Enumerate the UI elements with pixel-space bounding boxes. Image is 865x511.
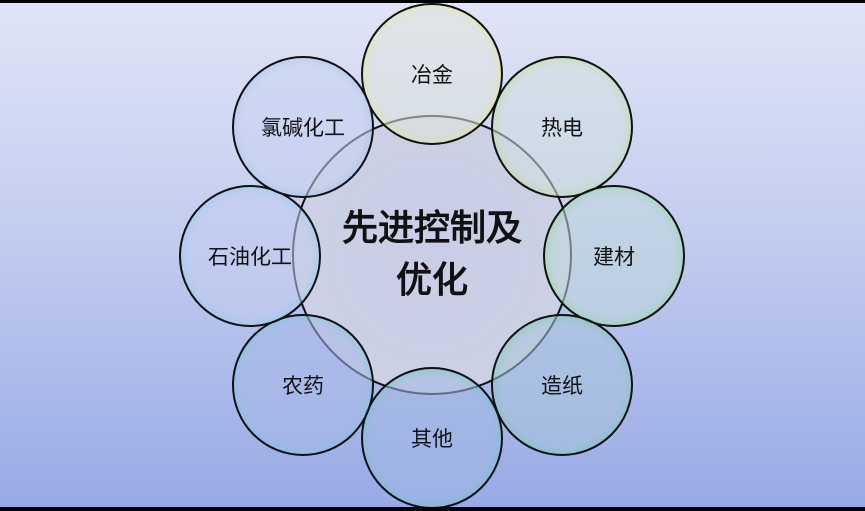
bubble-thermal-power: 热电: [491, 56, 633, 198]
bubble-metallurgy: 冶金: [361, 3, 503, 145]
diagram-canvas: 先进控制及 优化 冶金 热电 建材 造纸 其他 农药 石油化工 氯碱化工: [0, 3, 865, 507]
bubble-label: 建材: [593, 245, 635, 269]
bubble-label: 其他: [411, 427, 453, 451]
bubble-pesticides: 农药: [232, 314, 374, 456]
bubble-label: 造纸: [541, 374, 583, 398]
bubble-label: 石油化工: [208, 245, 292, 269]
bubble-chlor-alkali: 氯碱化工: [232, 56, 374, 198]
bubble-label: 氯碱化工: [261, 116, 345, 140]
bubble-label: 冶金: [411, 63, 453, 87]
bubble-petrochemical: 石油化工: [179, 185, 321, 327]
bubble-other: 其他: [361, 367, 503, 507]
center-title: 先进控制及 优化: [341, 208, 522, 301]
bubble-label: 农药: [282, 374, 324, 398]
bubble-building-materials: 建材: [543, 185, 685, 327]
bubble-label: 热电: [541, 116, 583, 140]
bubble-papermaking: 造纸: [491, 314, 633, 456]
